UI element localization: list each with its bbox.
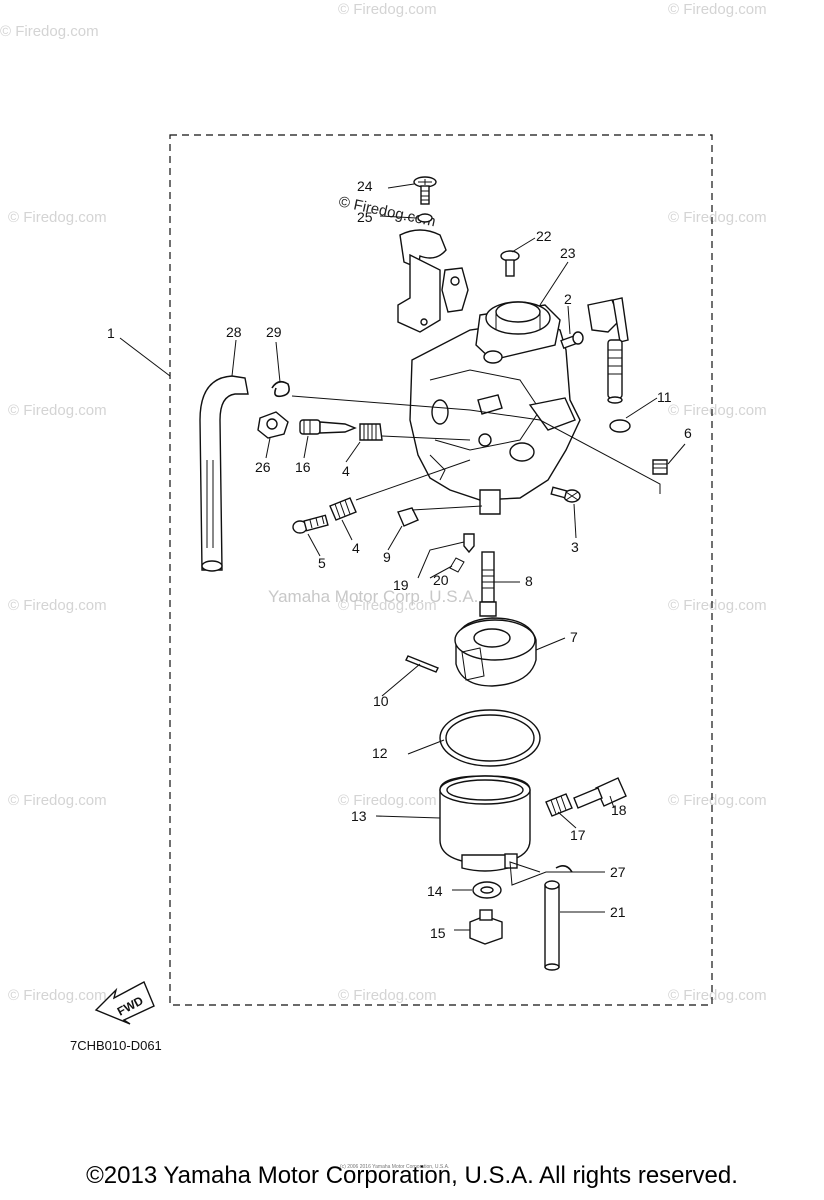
callout-12: 12: [372, 745, 388, 761]
callout-2: 2: [564, 291, 572, 307]
callout-15: 15: [430, 925, 446, 941]
choke-assembly: [587, 297, 629, 404]
callout-6: 6: [684, 425, 692, 441]
callout-labels: 1 2 3 4 4 5 6 7 8 9 10 11 12 13 14 15 16…: [107, 178, 692, 941]
callout-7: 7: [570, 629, 578, 645]
callout-29: 29: [266, 324, 282, 340]
screw-3: [550, 486, 581, 503]
callout-3: 3: [571, 539, 579, 555]
callout-20: 20: [433, 572, 449, 588]
spring-4b: [329, 497, 357, 521]
watermark-text: © Firedog.com: [668, 987, 767, 1004]
callout-4a: 4: [342, 463, 350, 479]
callout-26: 26: [255, 459, 271, 475]
watermark-text: © Firedog.com: [8, 987, 107, 1004]
watermark-text: © Firedog.com: [8, 792, 107, 809]
watermark-text: © Firedog.com: [8, 402, 107, 419]
clip-27: [555, 864, 573, 873]
callout-18: 18: [611, 802, 627, 818]
plug-9: [397, 507, 419, 527]
washer-11: [609, 419, 631, 433]
watermark-text: © Firedog.com: [668, 402, 767, 419]
callout-24: 24: [357, 178, 373, 194]
callout-21: 21: [610, 904, 626, 920]
main-jet-19: [463, 533, 475, 554]
fine-print: (c) 2006 2016 Yamaha Motor Corporation, …: [340, 1164, 449, 1170]
callout-1: 1: [107, 325, 115, 341]
diagram-code: 7CHB010-D061: [70, 1038, 162, 1053]
clip-20: [449, 557, 465, 573]
clip-29: [271, 380, 290, 398]
float-bowl-13: [439, 775, 531, 872]
callout-19: 19: [393, 577, 409, 593]
callout-8: 8: [525, 573, 533, 589]
callout-23: 23: [560, 245, 576, 261]
watermark-text: © Firedog.com: [668, 792, 767, 809]
watermark-text: © Firedog.com: [0, 23, 99, 40]
callout-4b: 4: [352, 540, 360, 556]
leader-lines: [119, 183, 686, 931]
screw-5: [292, 514, 329, 534]
callout-14: 14: [427, 883, 443, 899]
callout-22: 22: [536, 228, 552, 244]
watermark-text: © Firedog.com: [338, 987, 437, 1004]
float-7: [454, 617, 537, 687]
callout-27: 27: [610, 864, 626, 880]
hose-28: [199, 375, 249, 572]
watermark-text: © Firedog.com: [668, 209, 767, 226]
watermark-text: © Firedog.com: [668, 597, 767, 614]
drain-tube-21: [544, 880, 560, 971]
watermark-text: © Firedog.com: [338, 597, 437, 614]
drain-plug-15: [469, 909, 503, 945]
screw-22: [500, 250, 520, 277]
watermark-text: © Firedog.com: [668, 1, 767, 18]
callout-25: 25: [357, 209, 373, 225]
bracket-arm: [397, 253, 441, 333]
callout-28: 28: [226, 324, 242, 340]
copyright-notice: ©2013 Yamaha Motor Corporation, U.S.A. A…: [86, 1162, 738, 1189]
needle-16: [299, 419, 357, 435]
spring-17: [545, 793, 573, 817]
gasket-12: [439, 709, 541, 767]
callout-11: 11: [657, 389, 672, 405]
carburetor-body: [409, 267, 581, 515]
callout-9: 9: [383, 549, 391, 565]
emulsion-tube-8: [479, 551, 497, 617]
watermark-text: © Firedog.com: [8, 597, 107, 614]
spring-4a: [359, 423, 383, 441]
watermark-text: © Firedog.com: [338, 792, 437, 809]
watermark-layer: © Firedog.com © Firedog.com © Firedog.co…: [0, 1, 767, 1004]
screw-18: [573, 777, 627, 809]
screw-24: [413, 176, 437, 205]
fwd-arrow-icon: FWD: [94, 981, 155, 1025]
jet-holder-26: [257, 411, 289, 439]
callout-13: 13: [351, 808, 367, 824]
pin-10: [405, 655, 439, 673]
callout-10: 10: [373, 693, 389, 709]
callout-5: 5: [318, 555, 326, 571]
center-watermark: Yamaha Motor Corp. U.S.A.: [268, 587, 478, 606]
washer-14: [472, 881, 502, 899]
callout-16: 16: [295, 459, 311, 475]
screw-2: [560, 331, 584, 350]
washer-25: [417, 213, 433, 223]
cap-6: [652, 459, 668, 475]
assembly-boundary: [169, 134, 713, 1006]
watermark-text: © Firedog.com: [338, 1, 437, 18]
watermark-text: © Firedog.com: [8, 209, 107, 226]
callout-17: 17: [570, 827, 586, 843]
